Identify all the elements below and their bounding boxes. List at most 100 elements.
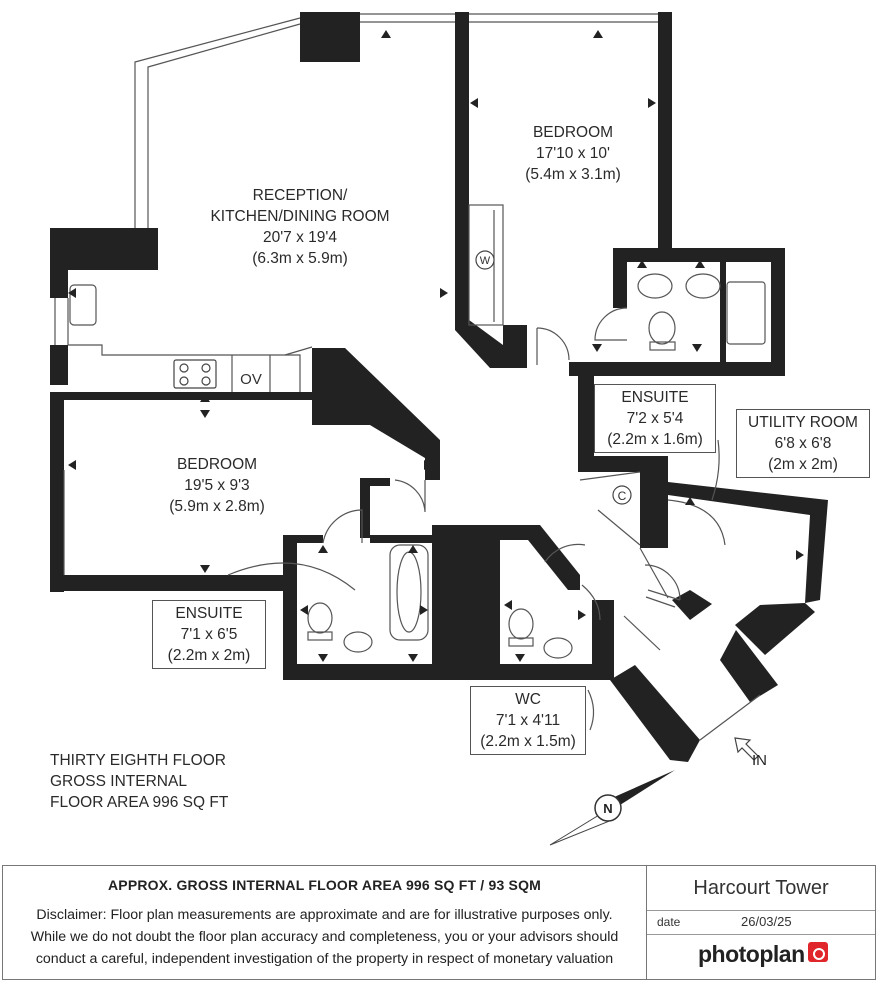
basin [343,631,373,653]
compass-icon [549,770,675,846]
wall-block [610,665,700,762]
floor-info-line: GROSS INTERNAL [50,773,187,790]
toilet-cistern [649,341,676,351]
door-swing [227,562,356,591]
leader-line [711,439,720,501]
wall-block [569,362,785,376]
wall-block [578,456,668,472]
wardrobe [468,204,504,326]
corridor-line [699,694,761,741]
door-line [647,589,681,601]
basin [685,273,721,299]
toilet-cistern [307,631,333,641]
room-dimensions: 17'10 x 10' [535,145,610,162]
wall-block [500,525,580,590]
door-swing [544,543,586,563]
room-name: ENSUITE [175,605,243,622]
wall-block [771,248,785,368]
cupboard-icon [612,485,632,505]
disclaimer: Disclaimer: Floor plan measurements are … [3,904,646,970]
room-dimensions: 19'5 x 9'3 [184,477,250,494]
wall-block [455,290,503,368]
entrance-label: IN [752,752,767,769]
wall-line [579,471,641,481]
wall-block [455,12,469,290]
room-name: RECEPTION/ [252,187,348,204]
disclaimer-line: conduct a careful, independent investiga… [35,951,614,967]
wall-block [720,630,778,702]
room-label-reception: RECEPTION/ KITCHEN/DINING ROOM 20'7 x 19… [195,185,405,269]
room-label-bedroom-2: BEDROOM 19'5 x 9'3 (5.9m x 2.8m) [152,454,282,517]
entrance-arrow [734,737,759,761]
door-swing [667,499,726,546]
room-dimensions: 6'8 x 6'8 [774,435,832,452]
wall-block [283,535,297,680]
toilet-cistern [508,637,534,647]
wall-block [50,392,314,400]
room-name: WC [515,691,541,708]
room-dimensions-metric: (6.3m x 5.9m) [252,250,348,267]
wall-block [312,348,440,480]
camera-icon [808,942,828,962]
door-swing [581,584,601,621]
floor-plan: W C OV N [50,12,828,846]
washer-label: W [480,255,491,267]
date-row: date 26/03/25 [647,910,875,935]
wall-block [300,12,360,62]
wall-block [578,376,594,456]
gross-area: APPROX. GROSS INTERNAL FLOOR AREA 996 SQ… [107,877,542,893]
leader-line [587,689,595,731]
room-name: ENSUITE [621,389,689,406]
washer-icon [475,250,495,270]
corridor-line [623,615,661,651]
wall-block [503,325,527,368]
footer: APPROX. GROSS INTERNAL FLOOR AREA 996 SQ… [2,865,876,980]
wall-block [735,603,815,655]
room-name: KITCHEN/DINING ROOM [210,208,390,225]
room-dimensions: 7'1 x 6'5 [180,626,238,643]
wall-block [613,248,785,262]
room-dimensions-metric: (5.9m x 2.8m) [169,498,265,515]
toilet [307,602,333,634]
wall-block [658,12,672,257]
compass-label: N [603,801,612,816]
room-name: UTILITY ROOM [748,414,858,431]
room-dimensions-metric: (5.4m x 3.1m) [525,166,621,183]
dimension-arrows [68,30,804,662]
kitchen-counter [68,344,301,392]
wall-block [370,478,390,486]
room-name: BEDROOM [176,456,258,473]
shower-tray [726,281,766,345]
wall-block [370,535,432,543]
room-label-ensuite-2: ENSUITE 7'1 x 6'5 (2.2m x 2m) [152,600,266,669]
wall-block [613,248,627,308]
basin [637,273,673,299]
room-dimensions: 7'1 x 4'11 [495,712,561,729]
wall-block [640,472,828,603]
room-label-bedroom: BEDROOM 17'10 x 10' (5.4m x 3.1m) [508,122,638,185]
door-line [639,547,669,599]
door-swing [322,509,363,544]
window-line [134,17,301,228]
disclaimer-line: While we do not doubt the floor plan acc… [30,929,619,945]
toilet [648,311,676,345]
door-swing [594,307,628,341]
window-line [147,23,301,228]
door-line [284,346,313,356]
wall-block [283,535,323,543]
basin [543,637,573,659]
door-swing [394,479,426,513]
door-line [597,509,641,546]
thin-lines [54,13,766,741]
date-label: date [657,915,681,929]
bath [389,544,429,641]
kitchen-sink [69,284,97,326]
door-swing [536,327,570,361]
floor-info: THIRTY EIGHTH FLOOR GROSS INTERNAL FLOOR… [50,750,228,813]
wall-block [672,590,712,620]
wall-block [50,228,68,298]
oven-label: OV [240,371,262,388]
room-dimensions-metric: (2.2m x 2m) [167,647,251,664]
walls [50,12,828,762]
room-label-utility: UTILITY ROOM 6'8 x 6'8 (2m x 2m) [736,409,870,478]
